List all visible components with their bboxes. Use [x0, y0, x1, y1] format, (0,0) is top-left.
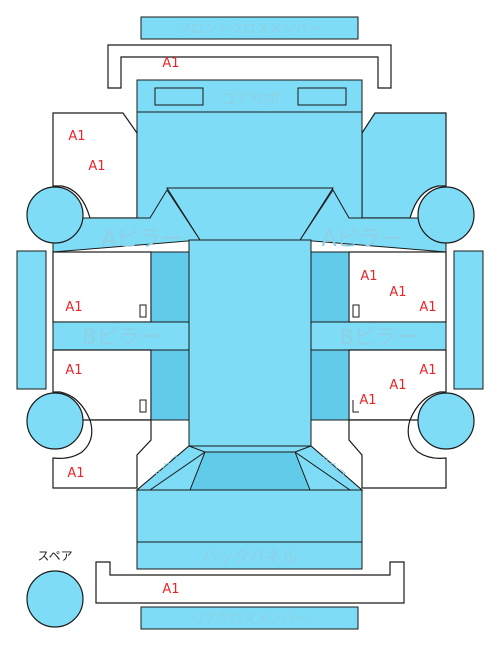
b-pillar-right-label: Bピラー: [339, 325, 416, 349]
mark-rear-right-door-1: A1: [419, 363, 436, 378]
front-right-door-handle: [352, 304, 360, 318]
mark-front-right-door-1: A1: [360, 269, 377, 284]
rear-window-inner: [189, 451, 311, 491]
headlight-right: [297, 87, 347, 106]
back-panel-label: バックパネル: [202, 547, 297, 566]
front-bracket: [107, 44, 392, 89]
rear-right-door-handle: [352, 400, 359, 413]
mark-rear-cross-member: A1: [162, 582, 179, 597]
mark-rear-right-door-3: A1: [359, 393, 376, 408]
rear-left-door-handle: [139, 399, 147, 413]
mark-front-left-fender-2: A1: [88, 159, 105, 174]
left-rear-pillar-lower[interactable]: [150, 349, 190, 421]
mark-front-left-fender-1: A1: [68, 129, 85, 144]
wheel-rear-left[interactable]: [26, 392, 84, 450]
right-side-sill[interactable]: [453, 250, 484, 390]
rear-cross-member-label: リアクロスメンバー: [191, 612, 307, 627]
rear-cross-member-panel[interactable]: [140, 606, 359, 630]
wheel-front-right[interactable]: [417, 186, 475, 244]
a-pillar-left-label: Aピラー: [101, 227, 182, 252]
right-front-pillar-lower[interactable]: [310, 251, 350, 323]
mark-rear-left-quarter: A1: [67, 466, 84, 481]
rear-left-quarter[interactable]: [52, 419, 152, 489]
mark-front-right-door-2: A1: [389, 285, 406, 300]
front-left-door[interactable]: [52, 251, 152, 323]
spare-label: スペア: [37, 549, 72, 563]
front-left-door-handle: [139, 304, 147, 318]
rear-bracket: [95, 561, 405, 604]
front-cross-member-panel[interactable]: [140, 16, 359, 40]
roof-panel[interactable]: [188, 239, 312, 447]
wheel-rear-right[interactable]: [417, 392, 475, 450]
back-panel[interactable]: [136, 541, 363, 570]
rear-right-quarter[interactable]: [348, 419, 447, 489]
mark-front-right-door-3: A1: [419, 300, 436, 315]
front-cross-member-label: フロントクロスメンバー: [178, 22, 321, 37]
mark-front-cross-member: A1: [162, 56, 179, 71]
mark-front-left-door: A1: [65, 300, 82, 315]
mark-rear-left-door: A1: [65, 363, 82, 378]
a-pillar-left-panel[interactable]: [52, 189, 201, 253]
trunk-lid[interactable]: [136, 489, 363, 543]
mark-rear-right-door-2: A1: [389, 378, 406, 393]
headlight-left: [154, 87, 204, 106]
wheel-front-left[interactable]: [26, 186, 84, 244]
core-support-label: コアサポ: [220, 90, 280, 108]
spare-tire[interactable]: [26, 570, 84, 628]
left-front-pillar-lower[interactable]: [150, 251, 190, 323]
a-pillar-right-panel[interactable]: [299, 189, 447, 253]
a-pillar-right-label: Aピラー: [321, 227, 402, 252]
front-right-door[interactable]: [348, 251, 447, 323]
left-side-sill[interactable]: [16, 250, 47, 390]
b-pillar-right-panel[interactable]: [309, 321, 447, 351]
b-pillar-left-label: Bピラー: [82, 325, 159, 349]
right-rear-pillar-lower[interactable]: [310, 349, 350, 421]
